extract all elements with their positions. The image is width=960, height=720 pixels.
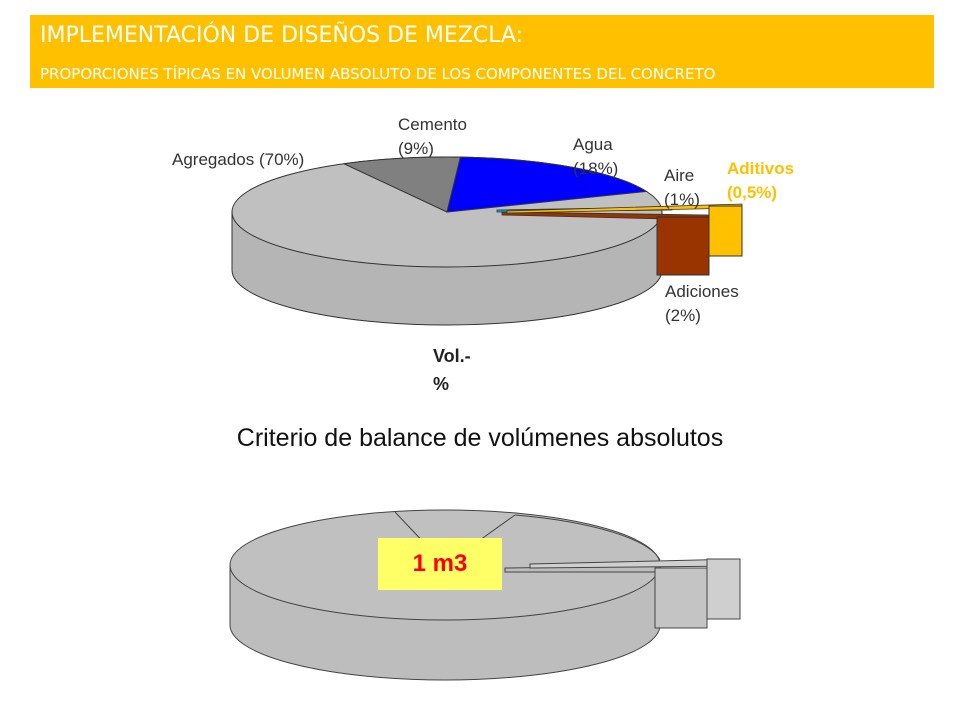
- banner-subtitle: PROPORCIONES TÍPICAS EN VOLUMEN ABSOLUTO…: [40, 65, 716, 83]
- banner-title: IMPLEMENTACIÓN DE DISEÑOS DE MEZCLA:: [40, 23, 524, 48]
- volume-unit-label: Vol.-%: [433, 346, 471, 394]
- bottom-slice-adiciones-side: [654, 567, 708, 629]
- label-cemento: Cemento(9%): [398, 115, 467, 158]
- slice-agua: [446, 156, 648, 213]
- slice-cemento: [342, 156, 462, 213]
- label-aire: Aire(1%): [664, 166, 700, 209]
- bottom-slice-agua-edge: [514, 514, 661, 561]
- criterion-text: Criterio de balance de volúmenes absolut…: [236, 424, 724, 452]
- slice-aditivos-side: [708, 205, 743, 257]
- label-agua: Agua(18%): [573, 135, 619, 178]
- label-aditivos: Aditivos(0,5%): [727, 159, 795, 202]
- total-volume-label: 1 m3: [378, 538, 502, 590]
- label-adiciones: Adiciones(2%): [665, 282, 739, 325]
- bottom-slice-aditivos-side: [706, 558, 741, 620]
- pie-chart: [231, 156, 743, 326]
- slice-adiciones-side: [656, 216, 710, 276]
- title-banner: IMPLEMENTACIÓN DE DISEÑOS DE MEZCLA: PRO…: [30, 15, 934, 88]
- label-agregados: Agregados (70%): [172, 150, 305, 169]
